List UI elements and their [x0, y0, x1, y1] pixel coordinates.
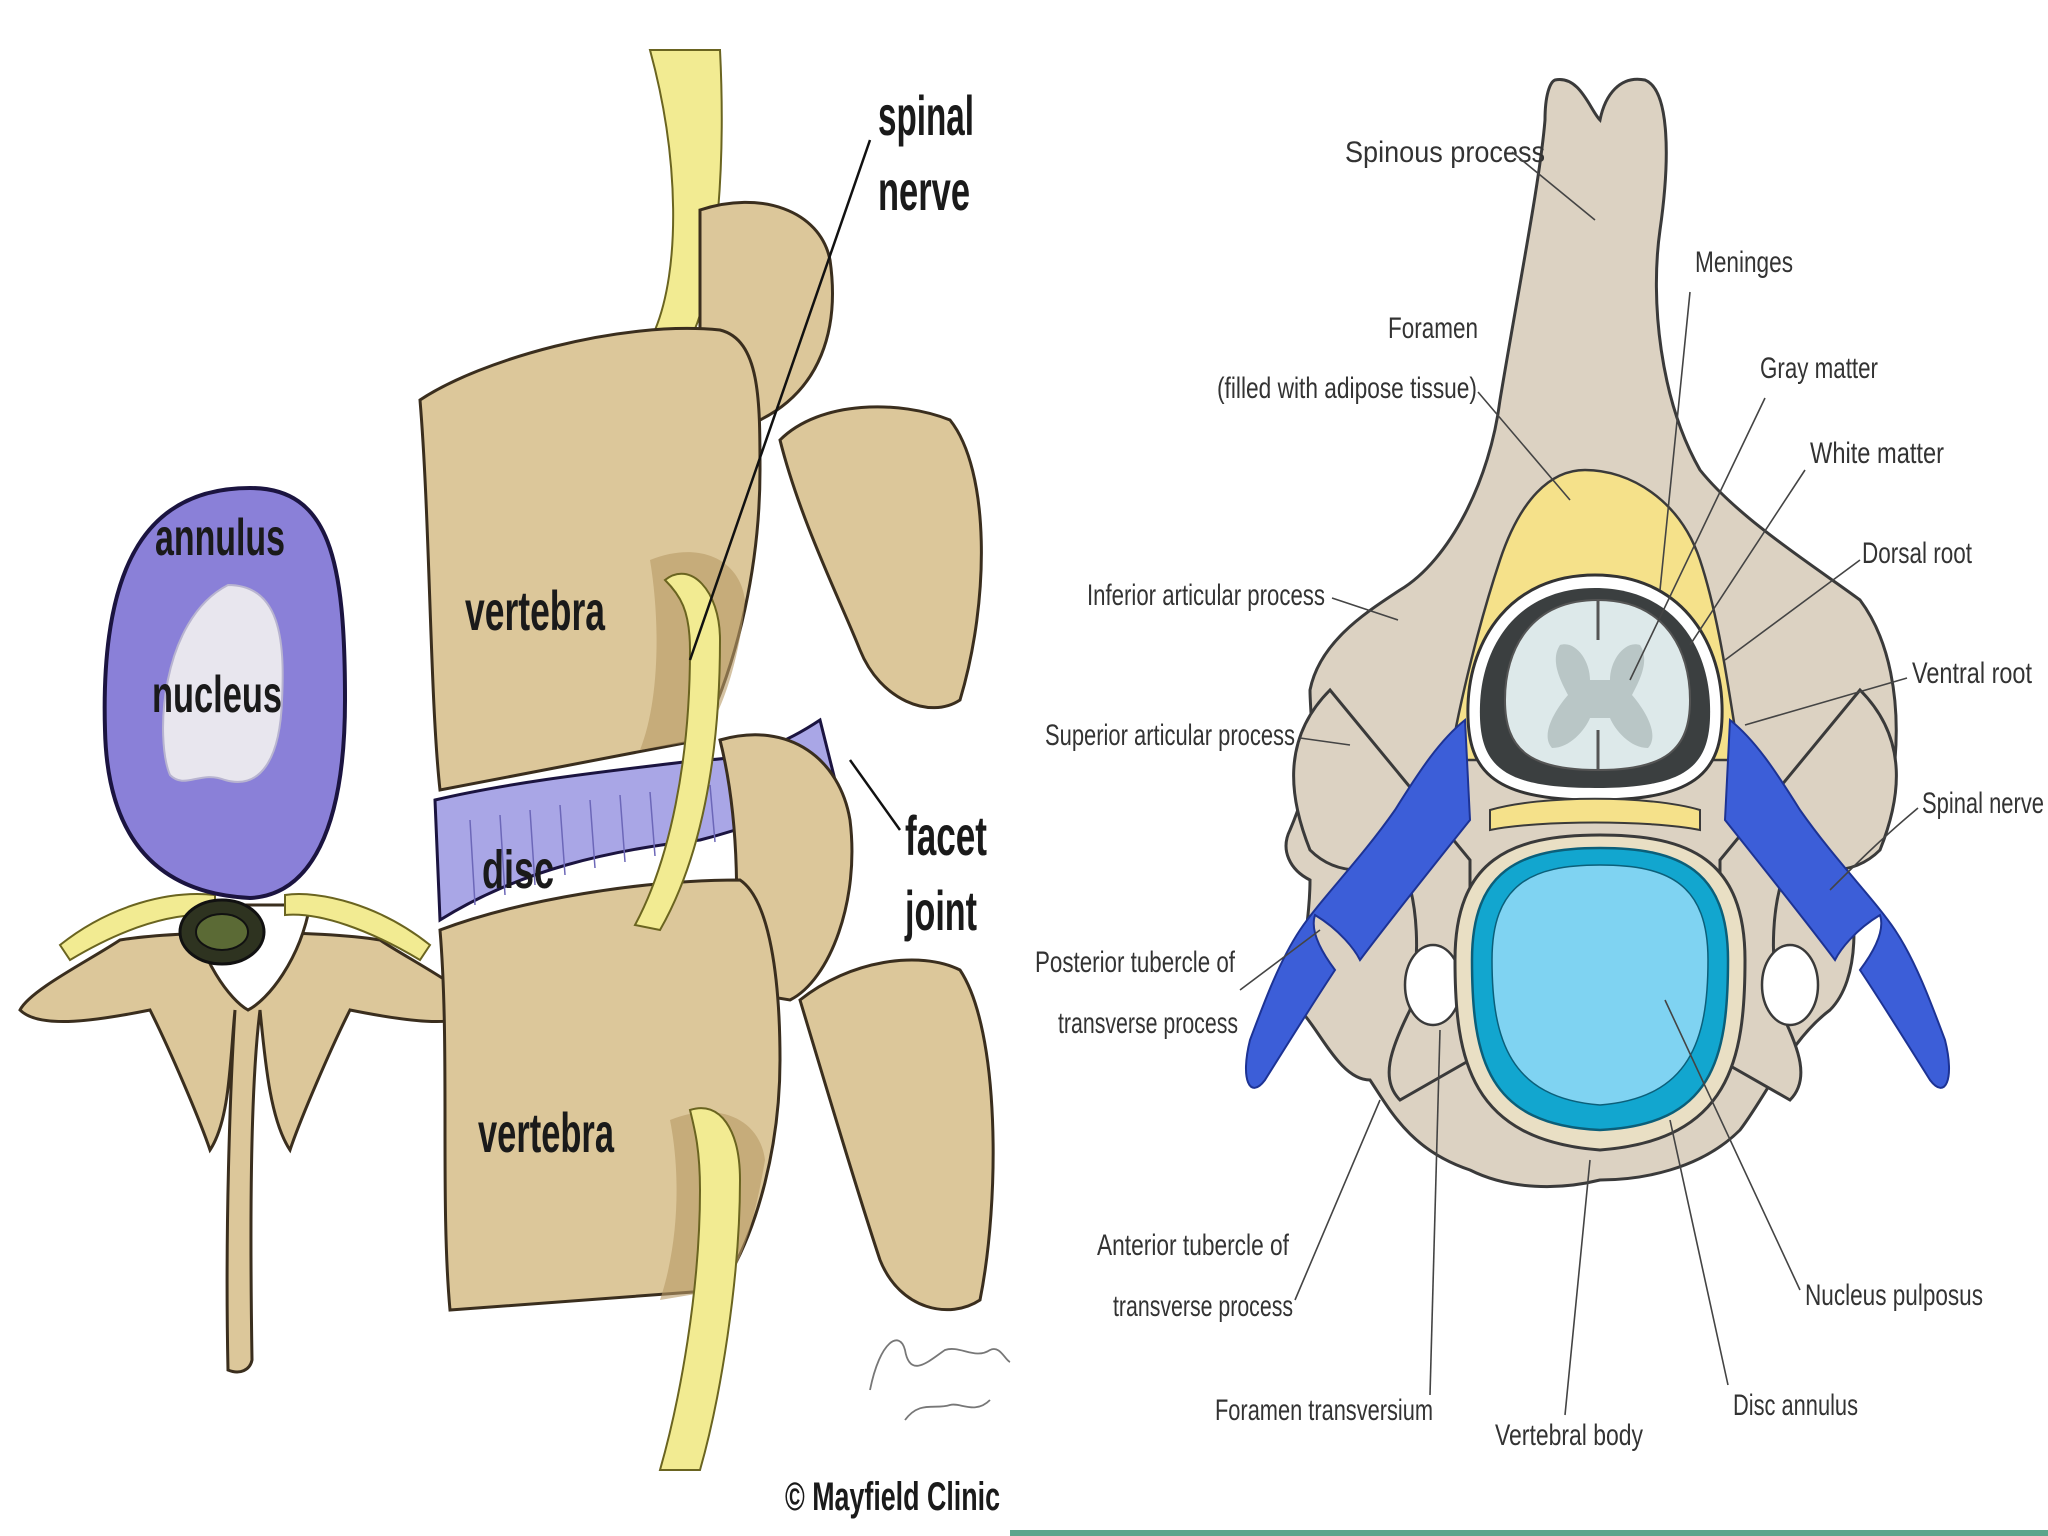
lower-spinous-process	[798, 958, 995, 1312]
leader-ventral-root	[1744, 677, 1908, 726]
leader-inferior-articular	[1331, 597, 1399, 621]
copyright-text: © Mayfield Clinic	[785, 1475, 1000, 1519]
bottom-accent-strip	[1010, 1530, 2048, 1536]
label-gray-matter: Gray matter	[1760, 352, 1878, 385]
nucleus-shape	[162, 583, 284, 783]
spinal-nerve-side	[633, 572, 722, 932]
spinal-nerve-right	[1723, 717, 1951, 1089]
vertebra-top-label: vertebra	[465, 579, 606, 642]
foramen-transversarium-left	[1403, 943, 1463, 1027]
cervical-cross-section: Spinous process Meninges Foramen (filled…	[1035, 77, 2044, 1452]
spine-side-view: vertebra disc vertebra spinal nerve face…	[418, 49, 1011, 1519]
nerve-root-right-top-view	[284, 893, 432, 962]
facet-joint-label-line2: joint	[904, 879, 977, 942]
leader-superior-articular	[1299, 737, 1351, 746]
label-disc-annulus: Disc annulus	[1733, 1389, 1858, 1422]
label-spinous-process: Spinous process	[1345, 136, 1545, 169]
posterior-longitudinal-ligament	[1489, 797, 1701, 832]
label-anterior-tubercle-line1: Anterior tubercle of	[1097, 1229, 1289, 1262]
annulus-label: annulus	[155, 509, 285, 567]
label-anterior-tubercle-line2: transverse process	[1113, 1290, 1293, 1323]
label-superior-articular: Superior articular process	[1045, 719, 1295, 752]
leader-vertebral-body	[1564, 1159, 1591, 1416]
leader-disc-annulus	[1669, 1119, 1729, 1386]
disc-top-view: annulus nucleus	[18, 485, 482, 1374]
spinal-nerve-left	[1244, 717, 1472, 1089]
facet-joint-label-line1: facet	[905, 804, 987, 867]
label-nucleus-pulposus: Nucleus pulposus	[1805, 1279, 1983, 1312]
leader-spinous-process	[1511, 151, 1596, 221]
spinal-nerve-label-line1: spinal	[878, 84, 974, 147]
label-spinal-nerve: Spinal nerve	[1922, 787, 2044, 820]
label-inferior-articular: Inferior articular process	[1087, 579, 1325, 612]
facet-joint-leader	[848, 759, 902, 831]
vertebra-bottom-label: vertebra	[478, 1101, 615, 1164]
leader-foramen	[1477, 391, 1571, 501]
label-posterior-tubercle-line1: Posterior tubercle of	[1035, 946, 1235, 979]
leader-white-matter	[1689, 469, 1806, 646]
leader-posterior-tubercle	[1239, 929, 1321, 991]
label-foramen-line2: (filled with adipose tissue)	[1217, 372, 1477, 405]
foramen-transversarium-right	[1760, 943, 1820, 1027]
leader-foramen-transversium	[1429, 1029, 1441, 1396]
leader-dorsal-root	[1724, 559, 1861, 661]
label-dorsal-root: Dorsal root	[1862, 537, 1972, 570]
label-ventral-root: Ventral root	[1912, 657, 2033, 690]
artist-signature	[869, 1339, 1011, 1421]
label-posterior-tubercle-line2: transverse process	[1058, 1007, 1238, 1040]
gray-matter	[1547, 644, 1653, 748]
leader-spinal-nerve	[1829, 807, 1919, 891]
spinal-nerve-leader	[688, 139, 872, 661]
label-white-matter: White matter	[1810, 437, 1944, 470]
label-foramen-line1: Foramen	[1388, 312, 1478, 345]
leader-gray-matter	[1629, 397, 1766, 681]
disc-label: disc	[482, 840, 554, 900]
leader-anterior-tubercle	[1294, 1099, 1381, 1301]
nerve-root-lower	[658, 1107, 742, 1471]
label-vertebral-body: Vertebral body	[1495, 1419, 1643, 1452]
label-meninges: Meninges	[1695, 246, 1793, 279]
leader-nucleus-pulposus	[1664, 999, 1801, 1291]
cord-center	[195, 913, 249, 951]
leader-meninges	[1659, 291, 1691, 591]
upper-spinous-process	[778, 405, 983, 710]
nucleus-label: nucleus	[152, 666, 282, 724]
nucleus-pulposus	[1491, 864, 1709, 1106]
label-foramen-transversium: Foramen transversium	[1215, 1394, 1433, 1427]
spinal-nerve-label-line2: nerve	[878, 159, 970, 222]
